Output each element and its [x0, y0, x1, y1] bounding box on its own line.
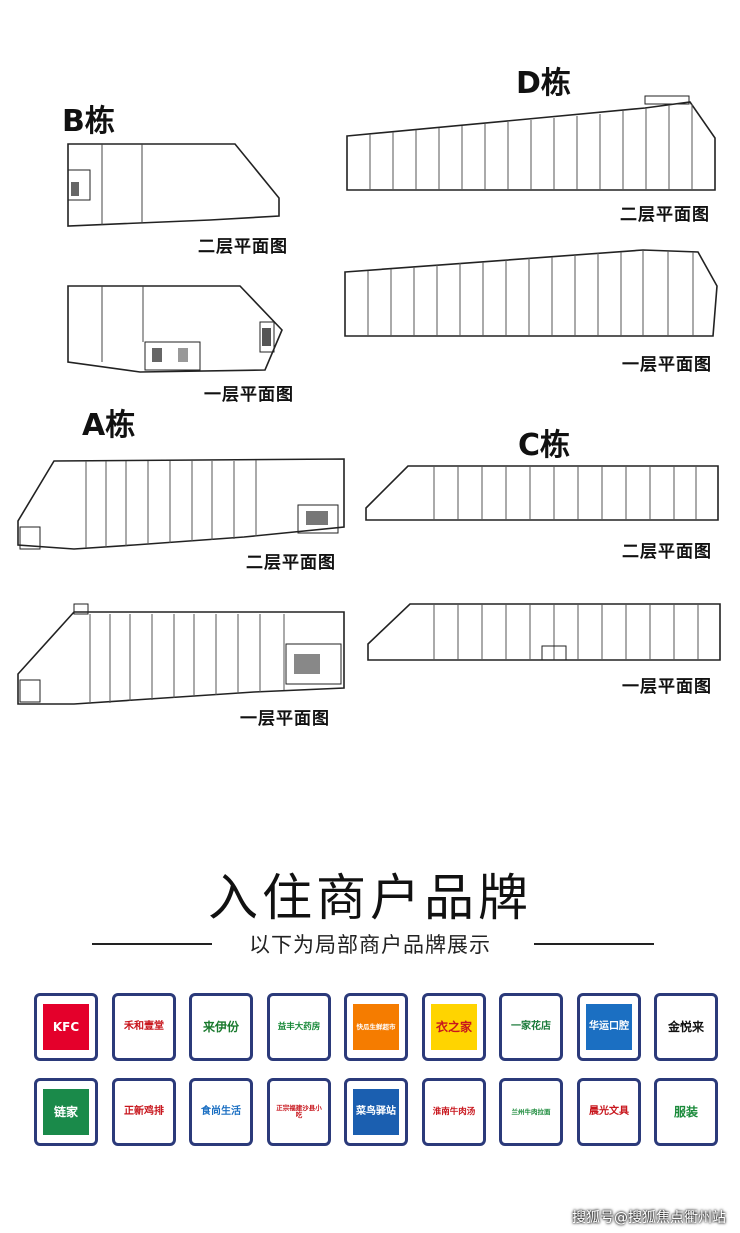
building-b-title: B栋 [62, 104, 115, 139]
bag-logo-icon: 快瓜生鲜超市 [353, 1004, 399, 1050]
brand-logo-label: 链家 [53, 1104, 78, 1119]
brand-logo-label: 禾和壹堂 [124, 1020, 164, 1032]
brand-logo-label: 淮南牛肉汤 [432, 1106, 476, 1117]
building-d-floor2-plan [346, 95, 716, 191]
brands-subheading: 以下为局部商户品牌展示 [249, 933, 491, 957]
zhengxin-logo-icon: 正新鸡排 [121, 1089, 167, 1135]
bull-logo-icon: 淮南牛肉汤 [431, 1089, 477, 1135]
building-c-floor2-plan [365, 465, 719, 521]
brand-logo-label: 来伊份 [202, 1019, 239, 1034]
brand-logo-tile: 快瓜生鲜超市 [344, 993, 408, 1061]
brand-logo-tile: 衣之家 [422, 993, 486, 1061]
brand-logo-tile: 一家花店 [499, 993, 563, 1061]
brand-logo-label: 金悦来 [667, 1019, 704, 1034]
brand-logo-label: 衣之家 [435, 1019, 472, 1034]
cainiao-logo-icon: 菜鸟驿站 [353, 1089, 399, 1135]
building-c-floor2-label: 二层平面图 [622, 542, 712, 562]
building-b-floor2-label: 二层平面图 [198, 237, 288, 257]
brand-logo-tile: 来伊份 [189, 993, 253, 1061]
lianjia-logo-icon: 链家 [43, 1089, 89, 1135]
brand-logo-label: 菜鸟驿站 [356, 1105, 396, 1117]
brand-logo-label: 一家花店 [511, 1020, 551, 1032]
brands-heading: 入住商户品牌 [208, 869, 532, 927]
shirt-logo-icon: 服装 [663, 1089, 709, 1135]
huayun-logo-icon: 华运口腔 [586, 1004, 632, 1050]
subheading-rule-right [534, 943, 654, 945]
laiyifen-logo-icon: 来伊份 [198, 1004, 244, 1050]
brand-logo-tile: 正宗福建沙县小吃 [267, 1078, 331, 1146]
building-d-floor1-label: 一层平面图 [622, 355, 712, 375]
building-c-title: C栋 [518, 428, 571, 463]
brand-logo-tile: 华运口腔 [577, 993, 641, 1061]
brand-logo-tile: 禾和壹堂 [112, 993, 176, 1061]
brand-logo-tile: 淮南牛肉汤 [422, 1078, 486, 1146]
brand-logo-label: 兰州牛肉拉面 [511, 1107, 551, 1116]
brand-logo-tile: 兰州牛肉拉面 [499, 1078, 563, 1146]
brand-logo-tile: 益丰大药房 [267, 993, 331, 1061]
building-d-floor2-label: 二层平面图 [620, 205, 710, 225]
chicken-logo-icon: 禾和壹堂 [121, 1004, 167, 1050]
brand-logo-label: 晨光文具 [589, 1105, 629, 1117]
brand-logo-label: 正新鸡排 [124, 1105, 164, 1117]
brand-logo-label: KFC [52, 1019, 80, 1034]
building-c-floor1-label: 一层平面图 [622, 677, 712, 697]
kfc-logo-icon: KFC [43, 1004, 89, 1050]
subheading-rule-left [92, 943, 212, 945]
brand-logo-label: 服装 [673, 1104, 698, 1119]
building-b-floor1-label: 一层平面图 [204, 385, 294, 405]
cartoon-logo-icon: 衣之家 [431, 1004, 477, 1050]
brand-logo-tile: 菜鸟驿站 [344, 1078, 408, 1146]
brand-logo-label: 正宗福建沙县小吃 [276, 1104, 322, 1119]
brand-logo-label: 华运口腔 [589, 1020, 629, 1032]
flower-logo-icon: 一家花店 [508, 1004, 554, 1050]
mg-logo-icon: 晨光文具 [586, 1089, 632, 1135]
building-d-floor1-plan [344, 249, 718, 337]
brand-logo-tile: 服装 [654, 1078, 718, 1146]
shishang-logo-icon: 食尚生活 [198, 1089, 244, 1135]
watermark: 搜狐号@搜狐焦点衢州站 [572, 1210, 726, 1226]
building-a-floor2-label: 二层平面图 [246, 553, 336, 573]
building-a-title: A栋 [82, 408, 136, 443]
brand-logo-tile: 食尚生活 [189, 1078, 253, 1146]
brand-logo-label: 食尚生活 [201, 1105, 241, 1117]
brand-logo-tile: 正新鸡排 [112, 1078, 176, 1146]
brand-logo-tile: 金悦来 [654, 993, 718, 1061]
brand-logo-label: 快瓜生鲜超市 [356, 1022, 396, 1031]
brand-logo-tile: 链家 [34, 1078, 98, 1146]
building-b-floor2-plan [67, 143, 280, 227]
lanzhou-logo-icon: 兰州牛肉拉面 [508, 1089, 554, 1135]
building-b-floor1-plan [67, 285, 283, 373]
brand-logo-label: 益丰大药房 [277, 1021, 321, 1032]
building-a-floor1-label: 一层平面图 [240, 709, 330, 729]
building-c-floor1-plan [367, 603, 721, 661]
building-a-floor2-plan [17, 458, 345, 550]
shaxian-logo-icon: 正宗福建沙县小吃 [276, 1089, 322, 1135]
brand-logo-tile: KFC [34, 993, 98, 1061]
jinyuelai-logo-icon: 金悦来 [663, 1004, 709, 1050]
brand-logo-tile: 晨光文具 [577, 1078, 641, 1146]
building-d-title: D栋 [516, 66, 571, 101]
building-a-floor1-plan [17, 603, 345, 705]
yifeng-logo-icon: 益丰大药房 [276, 1004, 322, 1050]
